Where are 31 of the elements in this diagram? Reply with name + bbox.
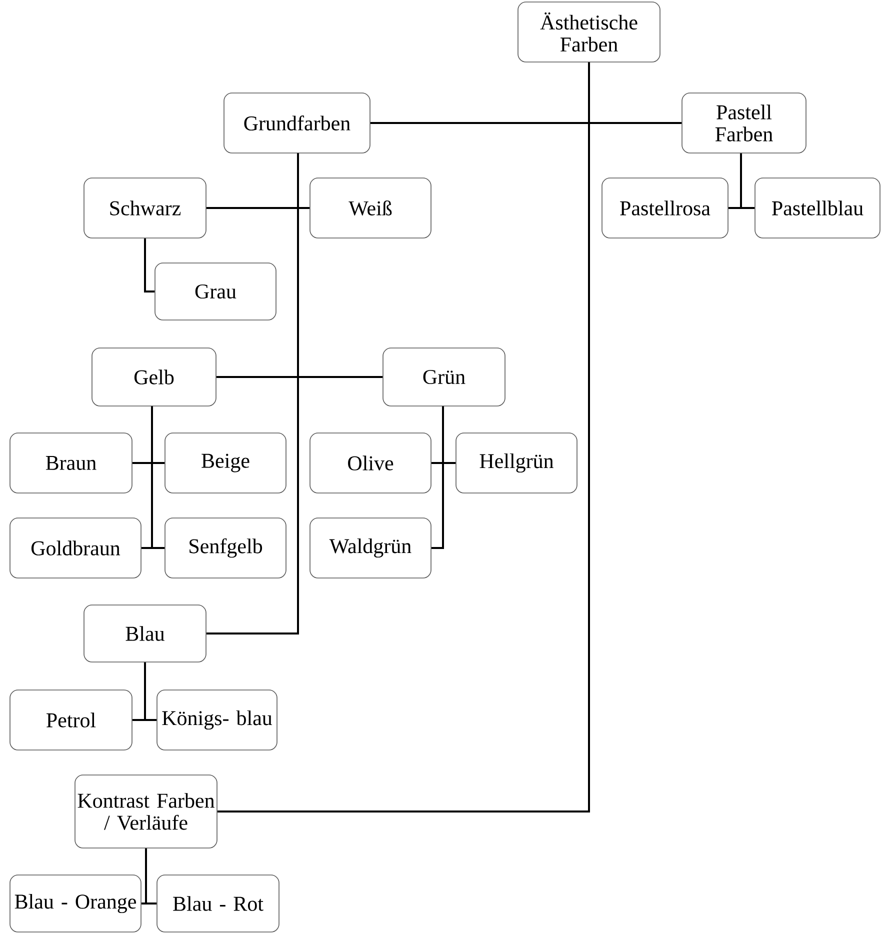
- box: Ästhetische Farben: [518, 2, 660, 62]
- box: Kontrast Farben / Verläufe: [74, 774, 218, 848]
- box: Blau: [84, 604, 206, 662]
- connector-line: [144, 238, 155, 292]
- box: Waldgrün: [310, 518, 432, 578]
- box: Senfgelb: [164, 518, 286, 578]
- box: Grundfarben: [224, 92, 370, 154]
- box: Pastell Farben: [682, 92, 806, 154]
- box: Pastellrosa: [602, 178, 728, 238]
- connector-line: [145, 848, 157, 904]
- box: Braun: [10, 432, 132, 494]
- box: Grün: [382, 348, 506, 406]
- box: Goldbraun: [10, 518, 142, 578]
- box: Hellgrün: [456, 432, 578, 494]
- box: Blau - Rot: [156, 874, 280, 932]
- box: Pastellblau: [754, 178, 880, 238]
- box: Beige: [164, 432, 286, 494]
- box: Schwarz: [84, 178, 206, 238]
- box: Grau: [154, 262, 276, 320]
- box: Blau - Orange: [10, 874, 142, 932]
- box: Königs- blau: [156, 690, 278, 750]
- box: Olive: [310, 432, 432, 494]
- box: Gelb: [92, 348, 216, 406]
- connector-line: [217, 62, 590, 812]
- connector-line: [144, 662, 157, 721]
- connector-line: [431, 406, 444, 549]
- connector-line: [740, 153, 755, 209]
- box: Petrol: [10, 690, 132, 750]
- connector-line: [206, 153, 299, 634]
- connector-line: [151, 406, 165, 549]
- box: Weiß: [310, 178, 432, 238]
